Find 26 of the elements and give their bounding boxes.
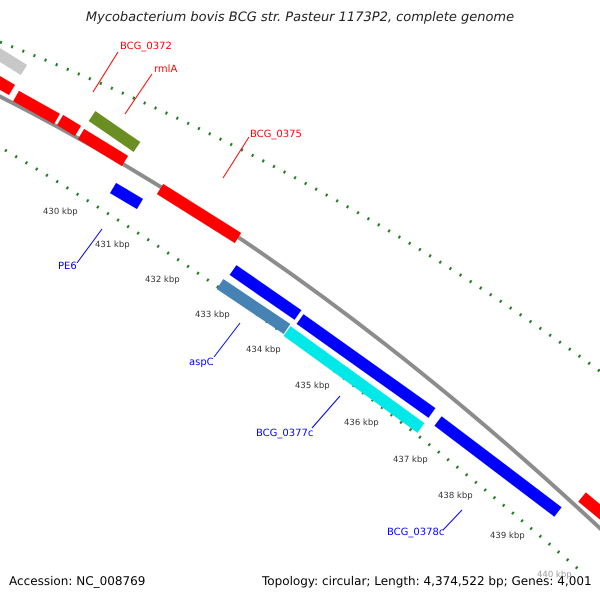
- gene-name: BCG_0375: [250, 130, 302, 140]
- tick-label: 436 kbp: [344, 419, 379, 428]
- leader-line: [76, 228, 102, 264]
- tick-label: 432 kbp: [145, 276, 180, 284]
- leader-line: [124, 74, 152, 114]
- tick-label: 434 kbp: [246, 346, 281, 354]
- gene-name: BCG_0378c: [387, 528, 444, 538]
- tick-label: 438 kbp: [438, 492, 473, 500]
- leader-line: [92, 52, 118, 92]
- leader-line: [442, 510, 462, 530]
- tick-label: 439 kbp: [490, 532, 525, 540]
- tick-label: 431 kbp: [95, 241, 130, 250]
- gene-name: BCG_0377c: [256, 429, 314, 439]
- title: Mycobacterium bovis BCG str. Pasteur 1173P2, complete genome: [84, 11, 516, 24]
- footer-note: Accession: NC_008769: [9, 575, 146, 587]
- tick-label: 430 kbp: [43, 208, 78, 216]
- leader-line: [214, 322, 240, 358]
- gene-name: rmlA: [154, 65, 178, 75]
- leader-line: [222, 136, 250, 178]
- gene-name: BCG_0372: [120, 42, 172, 52]
- gene-name: PE6: [58, 262, 77, 272]
- leader-line: [312, 396, 340, 428]
- tick-label: 437 kbp: [393, 456, 428, 464]
- tick-label: 433 kbp: [195, 311, 230, 320]
- tick-label: 435 kbp: [295, 382, 330, 390]
- gene-name: aspC: [189, 358, 214, 368]
